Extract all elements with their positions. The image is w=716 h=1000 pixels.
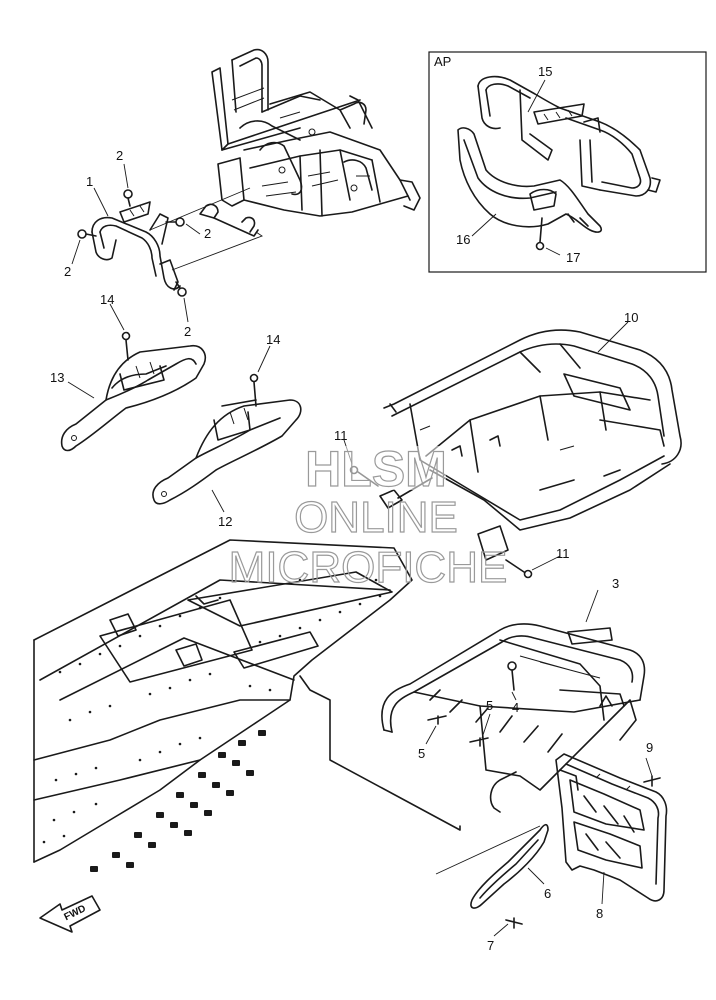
callout-13: 13 [50, 370, 64, 385]
callout-16: 16 [456, 232, 470, 247]
callout-2: 2 [204, 226, 211, 241]
part-12-cover-right [152, 399, 302, 505]
callout-14: 14 [100, 292, 114, 307]
part-1-front-bumper [91, 201, 181, 291]
callout-2: 2 [64, 264, 71, 279]
callout-2: 2 [184, 324, 191, 339]
callout-6: 6 [544, 886, 551, 901]
callout-12: 12 [218, 514, 232, 529]
tunnel-body [33, 539, 461, 872]
callout-2: 2 [116, 148, 123, 163]
part-16-skidplate [457, 127, 603, 233]
callout-7: 7 [487, 938, 494, 953]
part-7-rivet [505, 917, 523, 929]
inset-label: AP [434, 54, 451, 69]
part-13-cover-left [60, 344, 206, 452]
part-14-bolts [121, 331, 259, 407]
callout-8: 8 [596, 906, 603, 921]
part-9-rivet [643, 775, 661, 787]
callout-17: 17 [566, 250, 580, 265]
main-frame [149, 48, 421, 271]
callout-11: 11 [556, 546, 570, 561]
part-3-rear-rack [381, 623, 646, 813]
rivet-dots [42, 578, 382, 844]
callout-5: 5 [418, 746, 425, 761]
part-15-bumper [477, 75, 661, 197]
callout-5: 5 [486, 698, 493, 713]
part-6-guard [435, 823, 549, 909]
callout-11: 11 [334, 428, 348, 443]
watermark-line-2: ONLINE [294, 493, 458, 542]
callout-4: 4 [512, 700, 519, 715]
watermark-line-1: HLSM [305, 441, 447, 497]
part-2-bolts [77, 189, 187, 297]
callout-15: 15 [538, 64, 552, 79]
callout-9: 9 [646, 740, 653, 755]
tread-holes [90, 730, 266, 872]
fwd-arrow-icon: FWD [39, 895, 101, 933]
callout-10: 10 [624, 310, 638, 325]
watermark-line-3: MICROFICHE [229, 543, 508, 592]
watermark: HLSM ONLINE MICROFICHE [228, 440, 508, 592]
part-4-bolt [507, 661, 517, 691]
part-17-bolt [535, 217, 545, 251]
callout-1: 1 [86, 174, 93, 189]
callout-3: 3 [612, 576, 619, 591]
inset-ap: AP [428, 51, 707, 273]
part-8-snow-flap [555, 753, 668, 902]
callout-14: 14 [266, 332, 280, 347]
callout-labels: 1 2 2 2 2 3 4 5 5 6 7 8 9 10 11 11 12 13… [50, 64, 653, 953]
part-5-rivets [427, 715, 489, 747]
